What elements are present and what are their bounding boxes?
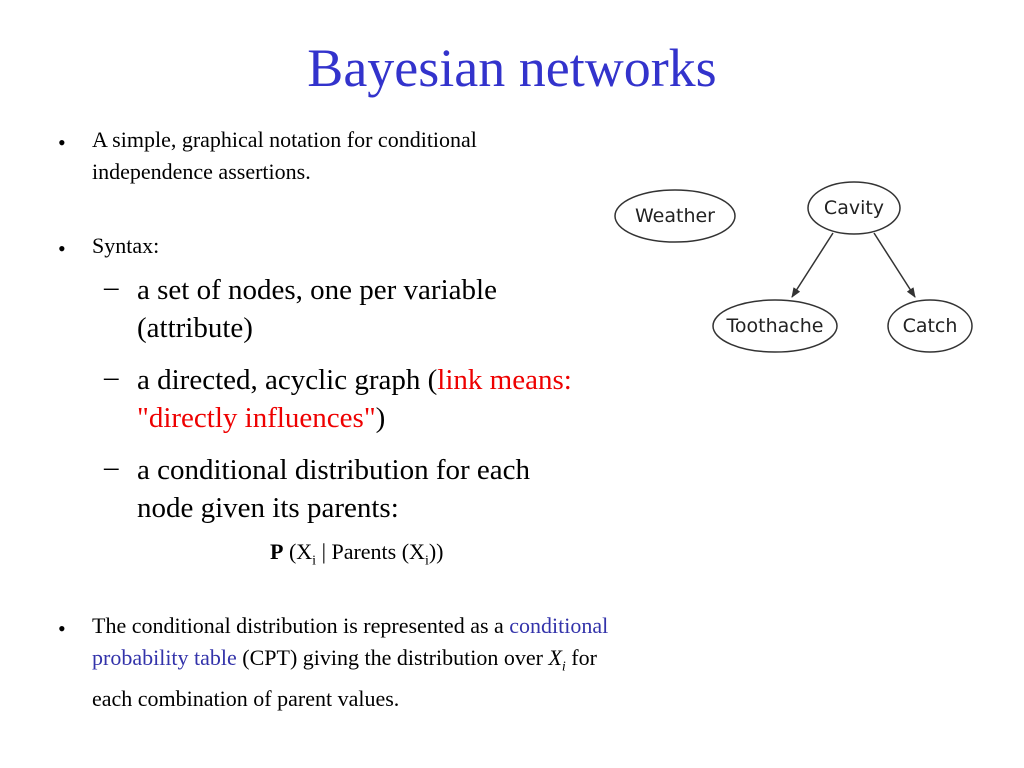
bullet-text-syntax: Syntax:	[92, 233, 160, 258]
edge-cavity-toothache	[791, 232, 834, 298]
bullet-text-cpt: The conditional distribution is represen…	[92, 610, 612, 715]
dash-marker: –	[104, 271, 119, 303]
bullet-marker: •	[58, 236, 66, 261]
sub-bullet-nodes: a set of nodes, one per variable (attrib…	[137, 274, 497, 344]
bullet-marker: •	[58, 616, 66, 641]
node-cavity	[807, 181, 901, 235]
slide-title: Bayesian networks	[307, 38, 717, 98]
bullet-marker: •	[58, 130, 66, 155]
cpt-text-pre: The conditional distribution is represen…	[92, 613, 510, 638]
node-weather-label: Weather	[635, 205, 715, 227]
link-meaning-text: link means: "directly influences"	[137, 364, 572, 434]
formula-mid: | Parents (X	[316, 539, 425, 564]
formula-open: (X	[283, 539, 313, 564]
cpt-text-mid: (CPT) giving the distribution over	[236, 645, 549, 670]
sub-bullet-graph-post: )	[375, 402, 386, 434]
node-catch-label: Catch	[903, 315, 958, 337]
formula: P (Xi | Parents (Xi))	[270, 537, 444, 576]
node-catch	[887, 299, 973, 353]
node-toothache-label: Toothache	[726, 315, 824, 337]
formula-p: P	[270, 539, 284, 564]
bayes-network-diagram: Weather Cavity Toothache Catch	[614, 181, 973, 353]
node-weather	[614, 189, 736, 243]
sub-bullet-graph: a directed, acyclic graph (link means: "…	[137, 361, 597, 437]
sub-bullet-distribution: a conditional distribution for each node…	[137, 454, 531, 524]
dash-marker: –	[104, 451, 119, 483]
dash-marker: –	[104, 361, 119, 393]
node-toothache	[712, 299, 838, 353]
cpt-var-sub: i	[561, 659, 566, 675]
formula-sub: i	[424, 553, 429, 569]
sub-bullet-graph-pre: a directed, acyclic graph (	[137, 364, 438, 396]
bullet-text-notation: A simple, graphical notation for conditi…	[92, 127, 477, 184]
edge-cavity-catch	[873, 232, 916, 298]
formula-sub: i	[312, 553, 317, 569]
formula-close: ))	[428, 539, 444, 564]
cpt-var: X	[548, 645, 562, 670]
cpt-link-text: conditional probability table	[92, 613, 609, 670]
cpt-text-post: for each combination of parent values.	[92, 645, 597, 712]
node-cavity-label: Cavity	[824, 197, 884, 219]
